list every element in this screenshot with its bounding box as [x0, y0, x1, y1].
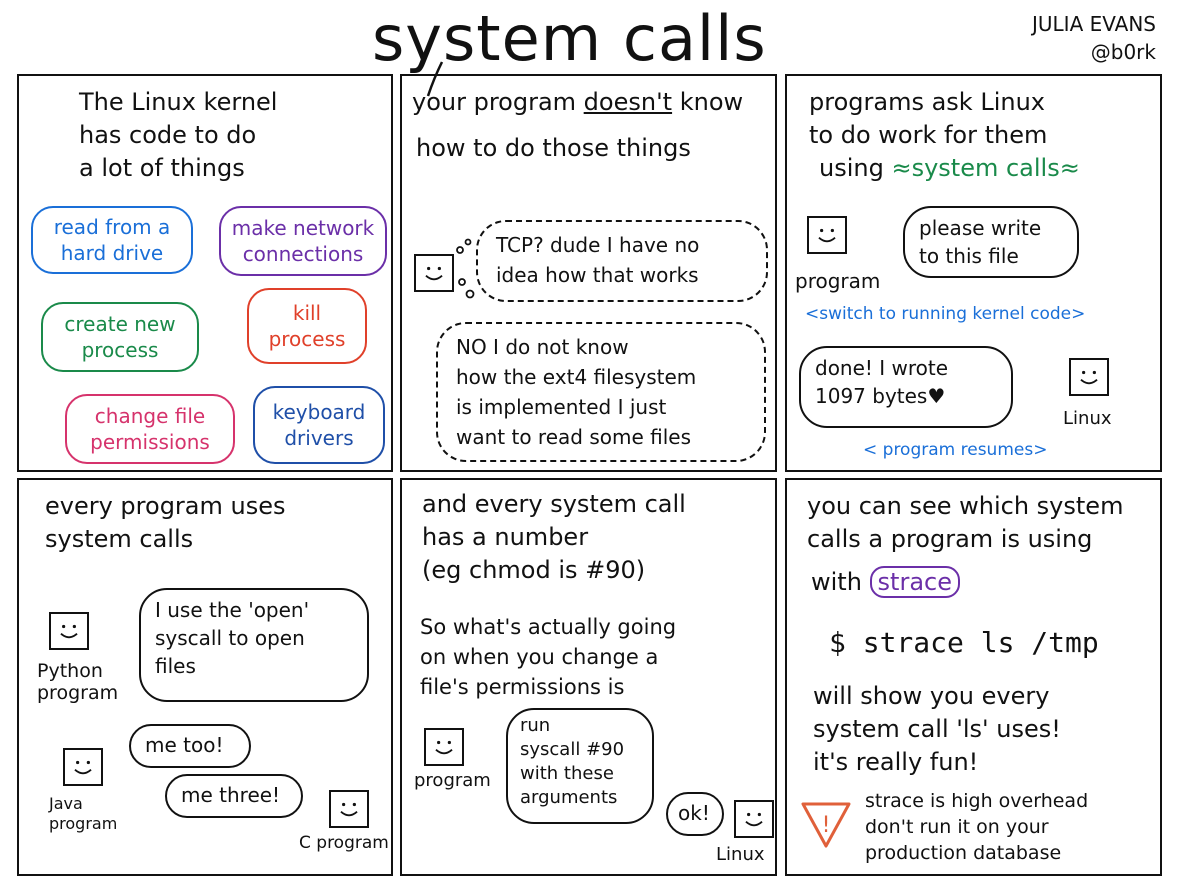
panel-programs-ask-linux: programs ask Linux to do work for them u… [785, 74, 1162, 472]
panel6-text2: will show you every system call 'ls' use… [813, 682, 1061, 776]
panel5-text2: So what's actually going on when you cha… [420, 615, 677, 699]
program-face-icon [424, 728, 464, 766]
warning-triangle-icon: ! [799, 798, 853, 852]
syscall-request-bubble: run syscall #90 with these arguments [506, 708, 654, 824]
panel2-line1-c: know [672, 88, 744, 116]
program-face-icon [807, 216, 847, 254]
program-face-icon [414, 254, 454, 292]
python-speech-bubble: I use the 'open' syscall to open files [139, 588, 369, 702]
program-label: program [414, 770, 491, 791]
network-blob: make network connections [219, 206, 387, 276]
panel-program-doesnt-know: your program doesn't know how to do thos… [400, 74, 777, 472]
java-face-icon [63, 748, 103, 786]
svg-text:!: ! [822, 813, 831, 838]
panel6-with-word: with [811, 568, 870, 596]
python-face-icon [49, 612, 89, 650]
thought-dots-icon [456, 238, 475, 299]
java-label: Java program [49, 794, 118, 833]
program-resumes-note: < program resumes> [863, 440, 1048, 460]
file-permissions-blob: change file permissions [65, 394, 235, 464]
panel6-with: with strace [811, 566, 960, 599]
author-handle: @b0rk [1090, 40, 1156, 64]
panel2-line1: your program doesn't know [412, 86, 743, 119]
linux-face-icon [1069, 358, 1109, 396]
panel3-text: programs ask Linux to do work for them [809, 88, 1048, 149]
comic-title: system calls [372, 2, 767, 75]
panel-kernel-things: The Linux kernel has code to do a lot of… [17, 74, 393, 472]
panel2-line2: how to do those things [416, 134, 691, 162]
linux-face-icon [734, 800, 774, 838]
title-pointer-line [426, 61, 444, 97]
panel3-using-word: using [819, 154, 892, 182]
strace-highlight: strace [869, 566, 960, 598]
panel-syscall-numbers: and every system call has a number (eg c… [400, 478, 777, 876]
python-label: Python program [37, 660, 119, 704]
panel5-text: and every system call has a number (eg c… [422, 490, 686, 584]
switch-kernel-note: <switch to running kernel code> [805, 304, 1086, 324]
read-drive-blob: read from a hard drive [31, 206, 193, 274]
write-request-bubble: please write to this file [903, 206, 1079, 278]
ext4-thought-cloud: NO I do not know how the ext4 filesystem… [436, 322, 766, 462]
panel6-text: you can see which system calls a program… [807, 492, 1124, 553]
strace-warning: strace is high overhead don't run it on … [865, 790, 1089, 864]
c-face-icon [329, 790, 369, 828]
panel-every-program: every program uses system calls Python p… [17, 478, 393, 876]
panel-strace: you can see which system calls a program… [785, 478, 1162, 876]
author-signature: JULIA EVANS @b0rk [996, 10, 1156, 66]
tcp-thought-cloud: TCP? dude I have no idea how that works [476, 220, 768, 302]
done-reply-bubble: done! I wrote 1097 bytes♥ [799, 346, 1013, 428]
system-calls-highlight-text: system calls [911, 154, 1060, 182]
program-label: program [795, 269, 881, 293]
create-process-blob: create new process [41, 302, 199, 372]
system-calls-highlight: ≈system calls≈ [891, 154, 1080, 182]
panel3-using: using ≈system calls≈ [819, 152, 1080, 185]
ok-reply-bubble: ok! [666, 792, 724, 836]
kill-process-blob: kill process [247, 288, 367, 364]
strace-command: $ strace ls /tmp [829, 626, 1099, 659]
panel1-text: The Linux kernel has code to do a lot of… [79, 88, 278, 182]
c-speech-bubble: me three! [165, 774, 303, 818]
keyboard-drivers-blob: keyboard drivers [253, 386, 385, 464]
author-name: JULIA EVANS [1032, 12, 1156, 36]
java-speech-bubble: me too! [129, 724, 251, 768]
panel4-text: every program uses system calls [45, 492, 286, 553]
panel2-line1-a: your program [412, 88, 584, 116]
panel2-doesnt: doesn't [583, 88, 673, 116]
linux-label: Linux [716, 844, 765, 865]
linux-label: Linux [1063, 408, 1112, 429]
c-program-label: C program [299, 833, 389, 853]
